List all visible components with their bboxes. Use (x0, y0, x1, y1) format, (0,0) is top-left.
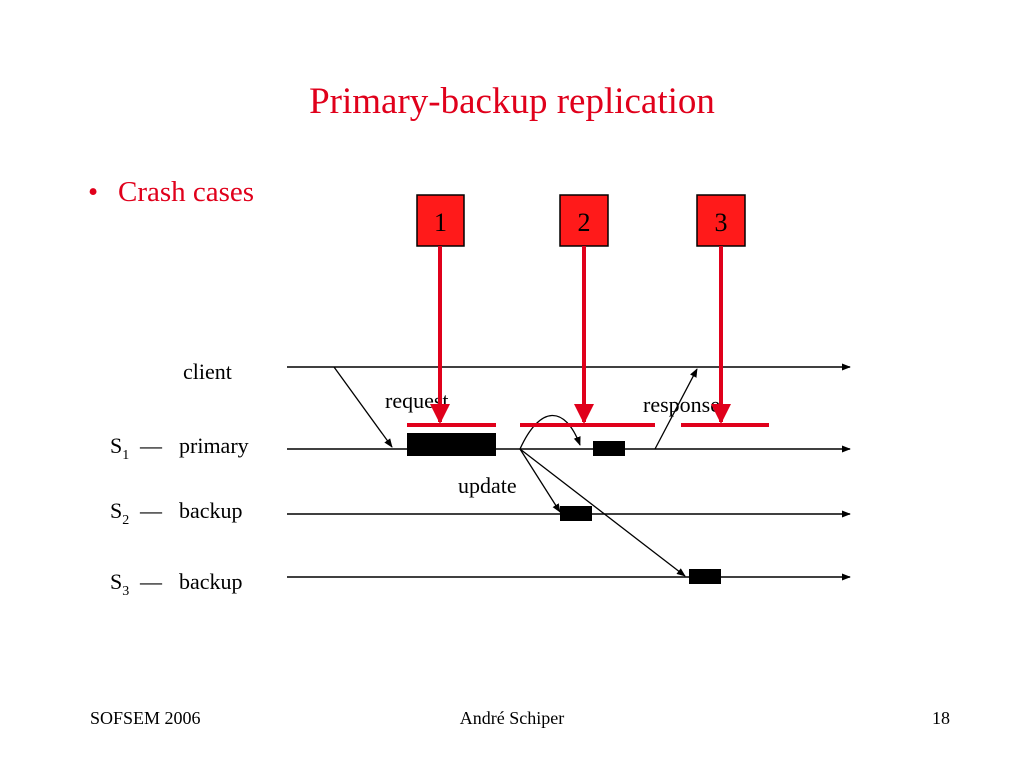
update-s3-arrow (519, 448, 686, 577)
primary-label: S1 — primary (110, 433, 249, 463)
backup-s2-dash: — (139, 498, 163, 523)
bullet-text: Crash cases (118, 176, 255, 208)
primary-label-dash: — (139, 433, 163, 458)
update-label: update (458, 473, 517, 498)
backup-s2-role: backup (179, 498, 243, 523)
footer-left: SOFSEM 2006 (90, 708, 201, 728)
crash-case-1-label: 1 (434, 208, 447, 237)
response-arrow (654, 368, 698, 450)
primary-label-sub: 1 (122, 448, 129, 463)
svg-text:S2: S2 (110, 498, 129, 528)
backup-s3-letter: S (110, 569, 122, 594)
backup-s3-label: S3 — backup (110, 569, 243, 599)
response-label: response (643, 392, 720, 417)
crash-case-3-box (696, 194, 746, 247)
crash-case-2: 2 (559, 194, 609, 424)
bullet-item: • Crash cases (88, 176, 254, 209)
footer-page-number: 18 (932, 708, 950, 728)
primary-label-letter: S (110, 433, 122, 458)
crash-case-2-label: 2 (578, 208, 591, 237)
backup-s3-processing-block (689, 569, 721, 584)
svg-text:S3: S3 (110, 569, 129, 599)
backup-s3-dash: — (139, 569, 163, 594)
crash-case-3-label: 3 (715, 208, 728, 237)
bullet-dot: • (88, 176, 99, 208)
crash-case-1: 1 (416, 194, 465, 424)
backup-s3-sub: 3 (122, 584, 129, 599)
svg-text:S1: S1 (110, 433, 129, 463)
backup-s2-label: S2 — backup (110, 498, 243, 528)
backup-s2-processing-block (560, 506, 592, 521)
primary-label-role: primary (179, 433, 249, 458)
footer-center: André Schiper (459, 708, 565, 728)
backup-s2-letter: S (110, 498, 122, 523)
request-arrow (333, 366, 393, 448)
primary-ack-block (593, 441, 625, 456)
primary-processing-block (407, 433, 496, 456)
ack-to-primary-arrow (519, 414, 581, 450)
crash-case-2-box (559, 194, 609, 247)
backup-s2-sub: 2 (122, 513, 129, 528)
client-label: client (183, 359, 232, 384)
backup-s3-role: backup (179, 569, 243, 594)
update-s2-arrow (519, 448, 561, 513)
slide-title: Primary-backup replication (309, 81, 715, 122)
crash-case-3: 3 (696, 194, 746, 424)
